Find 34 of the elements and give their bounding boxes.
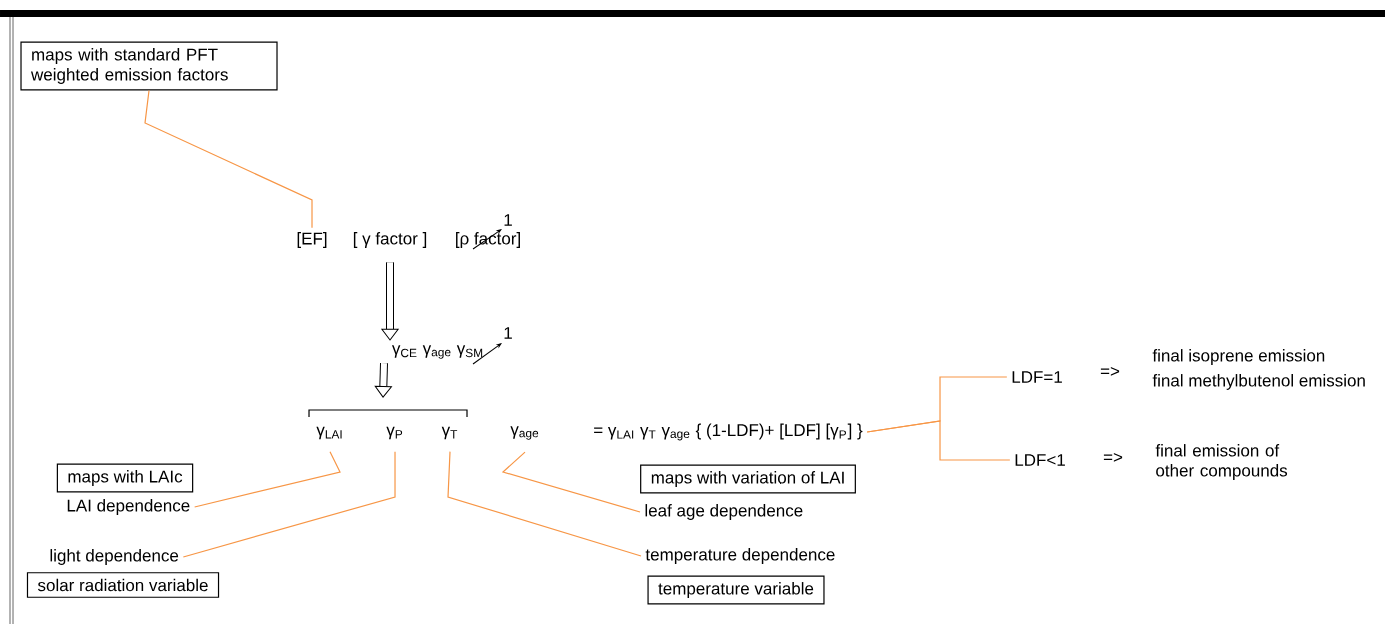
- superscript-text: 1: [504, 327, 512, 339]
- term-text: [EF]: [297, 232, 327, 248]
- annotation-text: leaf age dependence: [645, 504, 803, 520]
- term-text: γ$_{LAI}$: [316, 426, 342, 440]
- result-text: final emission of other compounds: [1155, 444, 1288, 480]
- variable-box: temperature variable: [647, 575, 825, 605]
- term-text: γ$_{age}$: [510, 426, 539, 440]
- annotation-text: light dependence: [50, 549, 179, 565]
- result-text: final methylbutenol emission: [1152, 374, 1365, 390]
- term-text: γ$_{P}$: [386, 426, 403, 440]
- superscript-text: 1: [504, 214, 512, 226]
- map-box: maps with standard PFT weighted emission factors: [20, 41, 278, 91]
- result-text: final isoprene emission: [1152, 349, 1325, 365]
- annotation-text: temperature dependence: [645, 548, 835, 564]
- map-box: maps with LAIc: [56, 463, 194, 493]
- leader-line: [194, 451, 341, 508]
- implication-arrow-text: =>: [1100, 367, 1120, 376]
- leader-line: [144, 89, 313, 229]
- formula-text: γ$_{CE}$ γ$_{age}$ γ$_{SM}$: [392, 345, 483, 359]
- hollow-arrow: [374, 363, 392, 398]
- implication-arrow-text: =>: [1103, 453, 1123, 462]
- variable-box: solar radiation variable: [26, 572, 220, 598]
- branch-line: [866, 420, 1011, 461]
- condition-text: LDF<1: [1015, 454, 1065, 466]
- hollow-arrow: [381, 262, 399, 341]
- term-text: γ$_{T}$: [441, 426, 458, 440]
- map-box: maps with variation of LAI: [640, 464, 856, 494]
- term-text: [ γ factor ]: [353, 232, 427, 248]
- condition-text: LDF=1: [1012, 371, 1062, 383]
- leader-line: [182, 451, 396, 558]
- leader-line: [447, 451, 642, 557]
- equation-text: = γ$_{LAI}$ γ$_{T}$ γ$_{age}$ { (1-LDF)+ [LDF] [γ$_{P}$] }: [594, 423, 863, 441]
- leader-line: [501, 451, 641, 513]
- annotation-text: LAI dependence: [67, 499, 190, 515]
